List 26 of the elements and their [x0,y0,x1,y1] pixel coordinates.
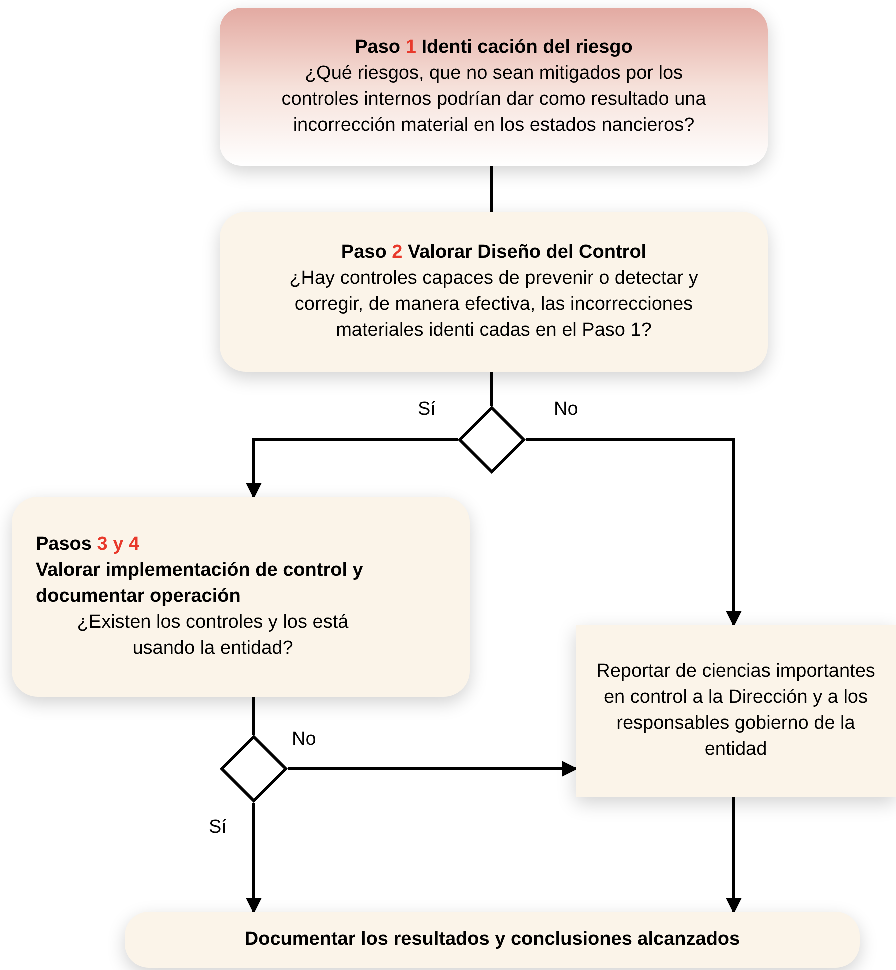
process-box [220,212,768,372]
step-text: Reportar de ciencias importantes en control a la Dirección y a los responsables gobierno de la entidad [596,660,876,762]
step-text: ¿Qué riesgos, que no sean mitigados por los controles internos podrían dar como resultado una incorrección material en los estados nancieros? [280,62,708,138]
step-heading: Paso [341,242,387,263]
connector-arrow [246,438,458,499]
process-box [12,497,470,697]
step-heading: Paso [355,37,401,58]
connector-arrow [526,438,742,627]
step-heading: Pasos [36,534,92,555]
connector-arrow [246,803,262,914]
step-text: ¿Hay controles capaces de prevenir o detectar y corregir, de manera efectiva, las incorrecciones materiales identi cadas en el Paso 1? [288,267,700,343]
step-heading: Valorar Diseño del Control [408,242,647,263]
step-heading: Identi cación del riesgo [422,37,633,58]
step-text: Documentar los resultados y conclusiones alcanzados [244,928,740,952]
decision-diamond [220,735,288,803]
process-box [576,625,896,797]
process-box [220,8,768,166]
step-heading: 2 [392,242,403,263]
step-heading: 1 [406,37,416,58]
connector-arrow [726,797,742,914]
step-heading: 3 y 4 [97,534,140,555]
step-text: ¿Existen los controles y los está usando la entidad? [76,611,350,661]
step-heading: Valorar implementación de control y documentar operación [36,560,364,607]
process-box [125,912,860,968]
connector-arrow [288,761,578,777]
decision-diamond [458,406,526,474]
